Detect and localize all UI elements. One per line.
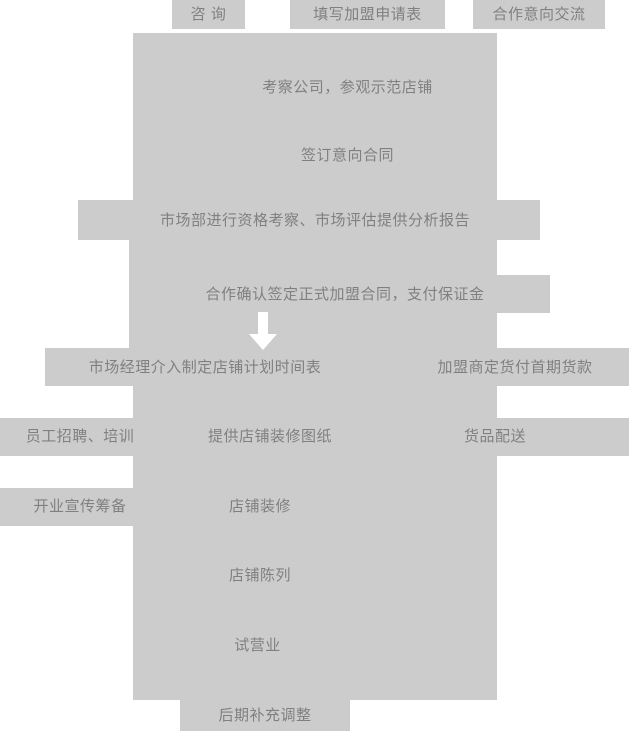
- block-training-row: [0, 418, 629, 456]
- step-consult[interactable]: 咨 询: [190, 6, 227, 23]
- block-lower-column: [133, 488, 497, 700]
- block-mid-body: [129, 200, 497, 348]
- step-visit-company[interactable]: 考察公司，参观示范店铺: [262, 78, 433, 96]
- step-application-form[interactable]: 填写加盟申请表: [313, 6, 422, 23]
- block-formal-contract: [129, 275, 550, 313]
- step-store-schedule[interactable]: 市场经理介入制定店铺计划时间表: [88, 358, 322, 376]
- block-application-form: [290, 0, 445, 29]
- step-opening-promotion[interactable]: 开业宣传筹备: [33, 497, 127, 515]
- step-later-adjustment[interactable]: 后期补充调整: [218, 707, 312, 724]
- step-decoration-drawing[interactable]: 提供店铺装修图纸: [207, 427, 332, 445]
- step-intent-contract[interactable]: 签订意向合同: [300, 146, 394, 164]
- block-later-adjustment: [180, 700, 350, 731]
- block-intent-exchange: [473, 0, 605, 29]
- step-first-payment[interactable]: 加盟商定货付首期货款: [437, 358, 593, 376]
- step-formal-contract[interactable]: 合作确认签定正式加盟合同，支付保证金: [205, 285, 485, 303]
- step-store-display[interactable]: 店铺陈列: [228, 566, 291, 584]
- step-staff-training[interactable]: 员工招聘、培训: [25, 427, 135, 445]
- block-upper-body: [133, 33, 497, 200]
- step-store-decoration[interactable]: 店铺装修: [228, 497, 291, 515]
- step-trial-operation[interactable]: 试营业: [234, 636, 281, 654]
- step-goods-delivery[interactable]: 货品配送: [463, 427, 526, 445]
- block-consult: [172, 0, 245, 29]
- step-intent-exchange[interactable]: 合作意向交流: [492, 6, 586, 23]
- step-market-assessment[interactable]: 市场部进行资格考察、市场评估提供分析报告: [159, 211, 470, 229]
